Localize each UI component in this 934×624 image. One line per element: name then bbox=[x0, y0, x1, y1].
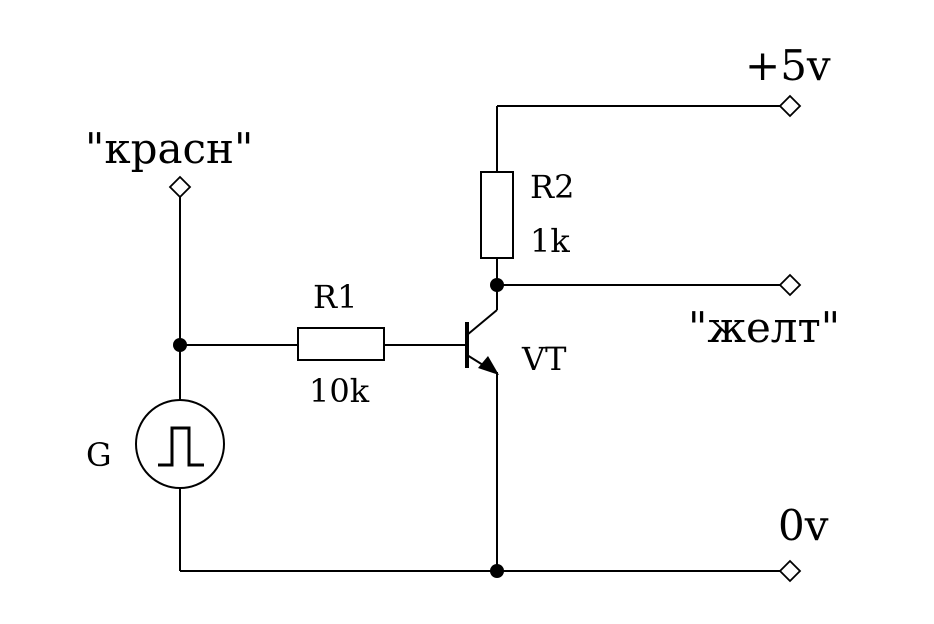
square-pulse-icon bbox=[158, 426, 204, 467]
label-r2-name: R2 bbox=[530, 168, 574, 206]
transistor-vt bbox=[465, 309, 499, 375]
wires bbox=[179, 105, 790, 572]
label-r1-name: R1 bbox=[313, 278, 357, 316]
label-r2-value: 1k bbox=[530, 222, 570, 260]
generator-circle bbox=[135, 399, 225, 489]
resistor-r1 bbox=[297, 327, 385, 361]
terminal-zhelt-icon[interactable] bbox=[778, 273, 802, 297]
terminal-plus5v-icon[interactable] bbox=[778, 94, 802, 118]
emitter-arrow-icon bbox=[478, 356, 499, 375]
junction-dot-base bbox=[173, 338, 187, 352]
terminal-zero-v-icon[interactable] bbox=[778, 559, 802, 583]
label-krasn: "красн" bbox=[85, 124, 253, 173]
label-g: G bbox=[86, 436, 112, 474]
label-r1-value: 10k bbox=[309, 372, 370, 410]
terminal-krasn-icon[interactable] bbox=[168, 175, 192, 199]
label-plus5v: +5v bbox=[745, 41, 831, 90]
junction-dot-collector bbox=[490, 278, 504, 292]
resistor-r2 bbox=[480, 171, 514, 259]
label-vt: VT bbox=[521, 340, 567, 378]
transistor-collector bbox=[466, 309, 498, 336]
label-zhelt: "желт" bbox=[688, 303, 840, 352]
label-zero-v: 0v bbox=[778, 501, 829, 550]
junction-dot-ground bbox=[490, 564, 504, 578]
generator-g bbox=[135, 399, 225, 489]
